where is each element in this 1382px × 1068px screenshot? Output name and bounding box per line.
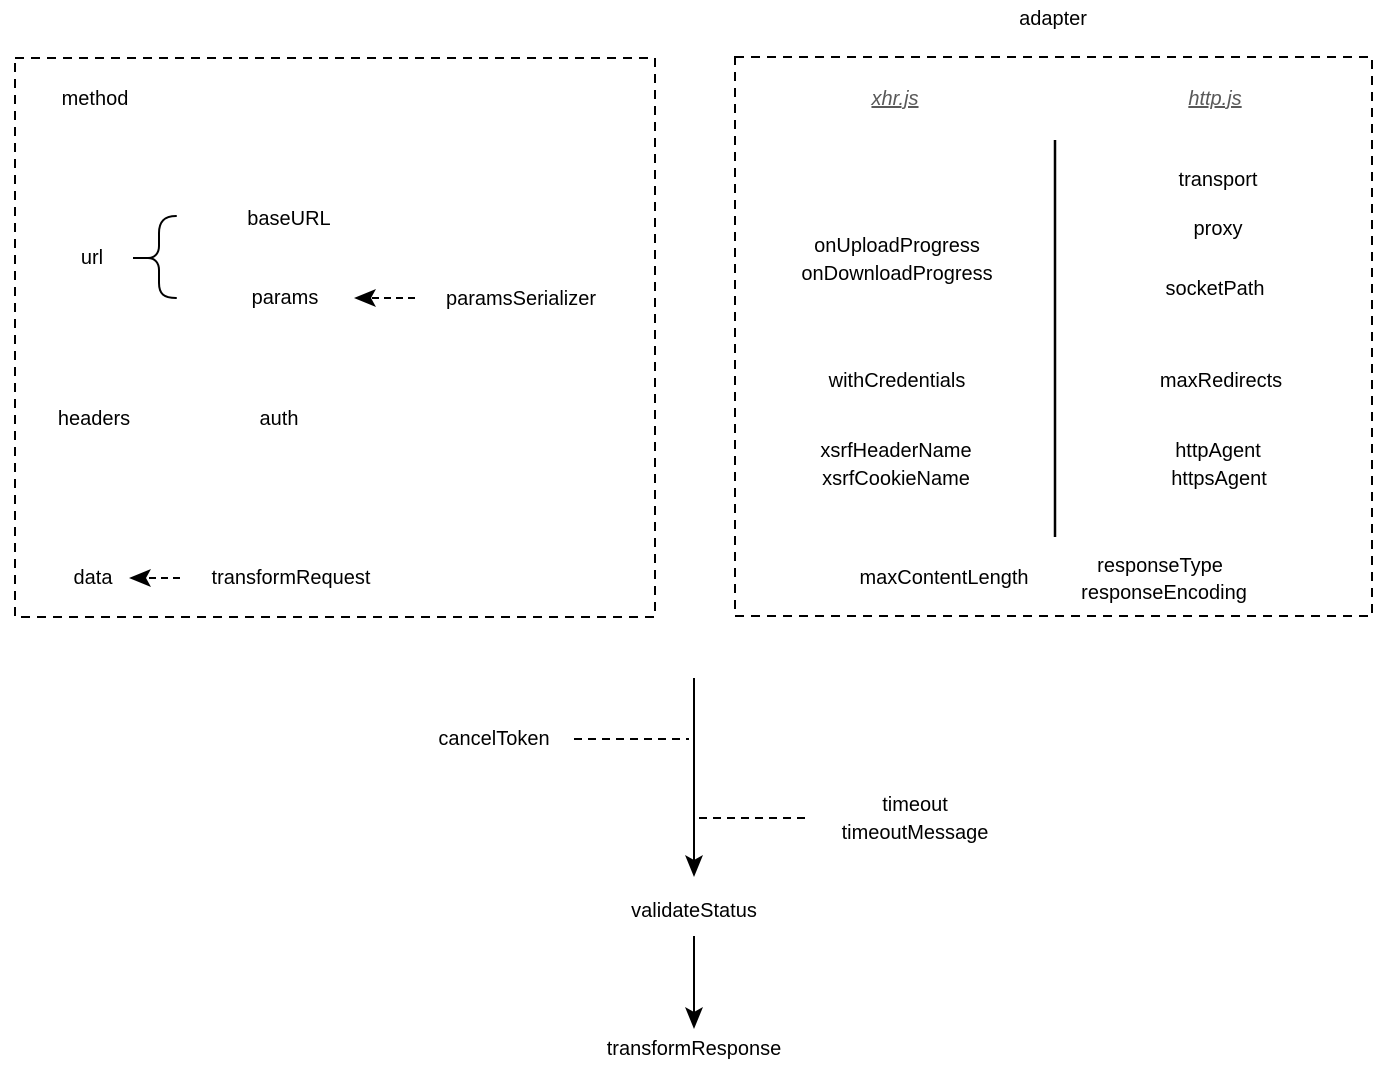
transform-request-arrowhead-icon [129,569,151,587]
label-auth: auth [259,408,299,430]
label-response-type: responseType [1097,555,1223,577]
label-timeout-message: timeoutMessage [841,822,989,844]
label-proxy: proxy [1193,218,1243,240]
label-cancel-token: cancelToken [438,728,550,750]
adapter-box-border [734,56,1373,617]
label-xsrf-cookie-name: xsrfCookieName [822,468,970,490]
label-on-upload-progress: onUploadProgress [814,235,980,257]
label-headers: headers [57,408,131,430]
label-validate-status: validateStatus [631,900,757,922]
url-curly-brace [147,215,177,299]
label-base-url: baseURL [247,208,331,230]
label-response-encoding: responseEncoding [1081,582,1247,604]
label-transform-response: transformResponse [606,1038,782,1060]
label-with-credentials: withCredentials [828,370,966,392]
request-box-border [14,57,656,618]
column-header-http-js: http.js [1188,88,1242,110]
label-method: method [61,88,129,110]
label-max-redirects: maxRedirects [1159,370,1283,392]
label-params: params [251,287,319,309]
label-data: data [73,567,113,589]
label-timeout: timeout [882,794,948,816]
label-params-serializer: paramsSerializer [445,288,597,310]
label-transport: transport [1178,169,1258,191]
label-transform-request: transformRequest [211,567,371,589]
label-socket-path: socketPath [1165,278,1265,300]
adapter-title: adapter [1019,8,1087,30]
label-url: url [80,247,104,269]
label-on-download-progress: onDownloadProgress [801,263,993,285]
column-header-xhr-js: xhr.js [871,88,919,110]
params-serializer-arrowhead-icon [354,289,376,307]
label-https-agent: httpsAgent [1171,468,1267,490]
validate-status-arrowhead-icon [685,1007,703,1029]
label-xsrf-header-name: xsrfHeaderName [820,440,972,462]
label-http-agent: httpAgent [1175,440,1261,462]
main-flow-arrowhead-icon [685,855,703,877]
label-max-content-length: maxContentLength [859,567,1029,589]
